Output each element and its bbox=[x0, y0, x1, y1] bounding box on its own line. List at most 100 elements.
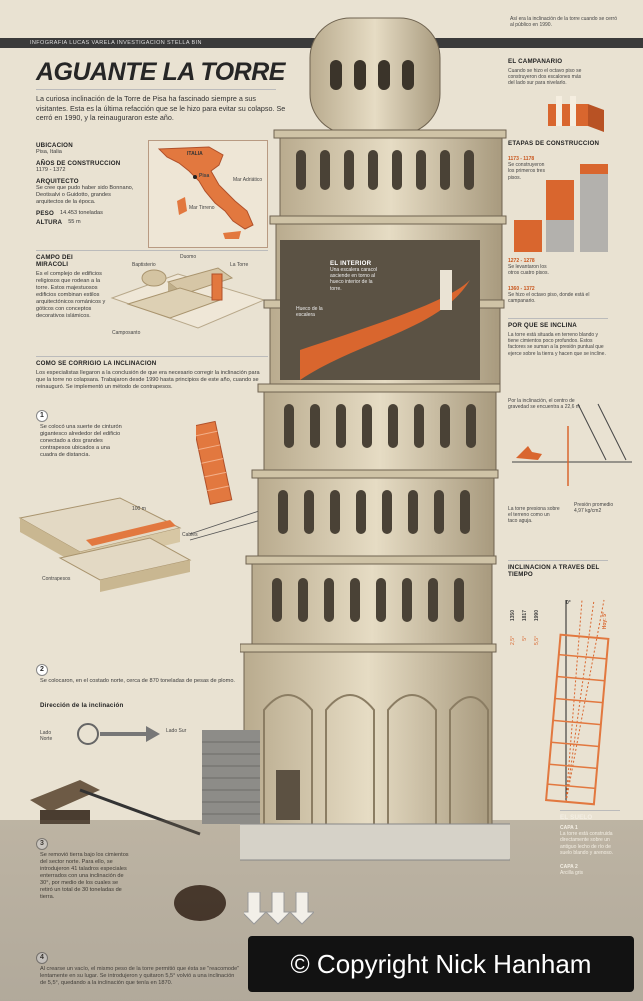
step2-number: 2 bbox=[36, 664, 48, 676]
interior-text: Una escalera caracol asciende en torno a… bbox=[330, 267, 377, 292]
miracoli-text: Es el complejo de edificios religiosos q… bbox=[36, 271, 106, 319]
facts-block: UBICACION Pisa, Italia AÑOS DE CONSTRUCC… bbox=[36, 142, 138, 226]
label-cables: Cables bbox=[182, 532, 198, 538]
counterweight-illustration bbox=[18, 497, 269, 592]
tiempo-year-1: 1350 bbox=[510, 610, 516, 622]
tiempo-rule bbox=[508, 560, 608, 561]
inclina-heading: POR QUE SE INCLINA bbox=[508, 322, 577, 329]
altura-label: ALTURA bbox=[36, 219, 63, 226]
title-rule bbox=[36, 89, 276, 90]
tiempo-angle-2: 5° bbox=[522, 636, 528, 641]
etapa-1-years: 1173 - 1178 bbox=[508, 156, 535, 162]
step1-number: 1 bbox=[36, 410, 48, 422]
suelo-rule bbox=[560, 810, 620, 811]
interior-block: EL INTERIOR Una escalera caracol asciend… bbox=[330, 260, 380, 292]
campanario-diagram bbox=[548, 96, 604, 132]
step1-text: Se colocó una suerte de cinturón gigante… bbox=[40, 424, 122, 458]
ubicacion-label: UBICACION bbox=[36, 142, 73, 149]
step4-number: 4 bbox=[36, 952, 48, 964]
step3-text: Se removió tierra bajo los cimientos del… bbox=[40, 852, 129, 900]
soil-void bbox=[174, 885, 226, 921]
etapas-block: ETAPAS DE CONSTRUCCION bbox=[508, 140, 606, 147]
etapa-1-text: Se construyeron los primeros tres pisos. bbox=[508, 162, 545, 181]
step3-number: 3 bbox=[36, 838, 48, 850]
anos-value: 1179 - 1372 bbox=[36, 167, 66, 173]
interior-heading: EL INTERIOR bbox=[330, 260, 372, 267]
arquitecto-value: Se cree que pudo haber sido Bonnano, Deo… bbox=[36, 185, 134, 205]
ubicacion-value: Pisa, Italia bbox=[36, 149, 62, 155]
etapas-heading: ETAPAS DE CONSTRUCCION bbox=[508, 140, 600, 147]
miracoli-heading: CAMPO DEI MIRACOLI bbox=[36, 254, 73, 268]
correccion-text: Los especialistas llegaron a la conclusi… bbox=[36, 370, 260, 390]
suelo-block: EL SUELO CAPA 1 La torre está construida… bbox=[560, 814, 624, 876]
etapa-2: 1272 - 1278 Se levantaron los otros cuat… bbox=[508, 258, 556, 277]
etapa-3-text: Se hizo el octavo piso, donde está el ca… bbox=[508, 292, 590, 305]
label-distance: 100 m bbox=[132, 506, 146, 512]
miracoli-block: CAMPO DEI MIRACOLI Es el complejo de edi… bbox=[36, 254, 106, 320]
campanario-block: EL CAMPANARIO Cuando se hizo el octavo p… bbox=[508, 58, 588, 87]
miracoli-buildings bbox=[110, 267, 266, 329]
tiempo-year-3: 1990 bbox=[534, 610, 540, 622]
correccion-rule bbox=[36, 356, 268, 357]
etapas-diagram bbox=[514, 164, 608, 252]
tower-illustration bbox=[240, 17, 510, 861]
inclina-text: La torre está situada en terreno blando … bbox=[508, 332, 606, 357]
tiempo-now: Hoy: 5° bbox=[602, 612, 608, 630]
capa2-text: Arcilla gris bbox=[560, 870, 584, 877]
hueco-label: Hueco de la escalera bbox=[296, 306, 323, 319]
inclina-presiona: La torre presiona sobre el terreno como … bbox=[508, 506, 560, 525]
lado-sur: Lado Sur bbox=[166, 728, 187, 734]
arquitecto-label: ARQUITECTO bbox=[36, 178, 79, 185]
capa1-label: CAPA 1 bbox=[560, 825, 578, 831]
direction-arrow bbox=[77, 723, 160, 745]
miracoli-rule bbox=[36, 250, 268, 251]
inclina-block: POR QUE SE INCLINA La torre está situada… bbox=[508, 322, 608, 357]
inclina-rule bbox=[508, 318, 608, 319]
etapa-1: 1173 - 1178 Se construyeron los primeros… bbox=[508, 156, 548, 181]
tower-mini-step1 bbox=[196, 420, 233, 505]
drill-illustration bbox=[30, 780, 201, 836]
label-baptisterio: Baptisterio bbox=[132, 262, 156, 268]
anos-label: AÑOS DE CONSTRUCCION bbox=[36, 160, 121, 167]
campanario-text: Cuando se hizo el octavo piso se constru… bbox=[508, 68, 582, 87]
direccion-label: Dirección de la inclinación bbox=[40, 702, 124, 709]
peso-value: 14.453 toneladas bbox=[60, 210, 103, 216]
etapa-3: 1360 - 1372 Se hizo el octavo piso, dond… bbox=[508, 286, 608, 305]
inclina-centro: Por la inclinación, el centro de graveda… bbox=[508, 398, 580, 411]
capa1-text: La torre está construida directamente so… bbox=[560, 831, 614, 856]
step2-text: Se colocaron, en el costado norte, cerca… bbox=[40, 678, 235, 684]
lead-weights bbox=[202, 730, 260, 824]
label-torre: La Torre bbox=[230, 262, 249, 268]
italy-map: ITALIA Mar Adriático Mar Tirreno Pisa bbox=[148, 140, 268, 248]
label-camposanto: Camposanto bbox=[112, 330, 141, 336]
capa2-label: CAPA 2 bbox=[560, 864, 578, 871]
step4-text: Al crearse un vacío, el mismo peso de la… bbox=[40, 966, 240, 986]
tiempo-year-2: 1817 bbox=[522, 610, 528, 622]
correccion-block: COMO SE CORRIGIO LA INCLINACION Los espe… bbox=[36, 360, 270, 391]
lado-norte: Lado Norte bbox=[40, 730, 53, 743]
etapa-3-years: 1360 - 1372 bbox=[508, 286, 535, 292]
altura-value: 55 m bbox=[68, 219, 81, 225]
copyright-watermark: © Copyright Nick Hanham bbox=[248, 936, 634, 992]
pressure-diagram bbox=[512, 403, 632, 486]
peso-label: PESO bbox=[36, 210, 54, 217]
map-adriatic: Mar Adriático bbox=[233, 177, 263, 183]
page-title: AGUANTE LA TORRE bbox=[36, 58, 285, 86]
intro-text: La curiosa inclinación de la Torre de Pi… bbox=[36, 94, 286, 123]
etapa-2-text: Se levantaron los otros cuatro pisos. bbox=[508, 264, 549, 277]
down-arrows bbox=[244, 892, 314, 925]
label-duomo: Duomo bbox=[180, 254, 197, 260]
correccion-heading: COMO SE CORRIGIO LA INCLINACION bbox=[36, 360, 157, 367]
etapa-2-years: 1272 - 1278 bbox=[508, 258, 535, 264]
tiempo-zero: 0° bbox=[566, 600, 571, 606]
tiempo-angle-3: 5,5° bbox=[534, 636, 540, 645]
italy-map-shape bbox=[149, 141, 267, 247]
top-right-note: Así era la inclinación de la torre cuand… bbox=[510, 16, 618, 29]
inclina-presion: Presión promedio 4,97 kg/cm2 bbox=[574, 502, 614, 515]
map-pisa: Pisa bbox=[199, 173, 210, 179]
campanario-heading: EL CAMPANARIO bbox=[508, 58, 563, 65]
miracoli-illustration: Baptisterio Duomo La Torre Camposanto bbox=[108, 254, 268, 346]
tiempo-diagram bbox=[545, 599, 610, 806]
suelo-heading: EL SUELO bbox=[560, 814, 593, 821]
tiempo-angle-1: 2,5° bbox=[510, 636, 516, 645]
